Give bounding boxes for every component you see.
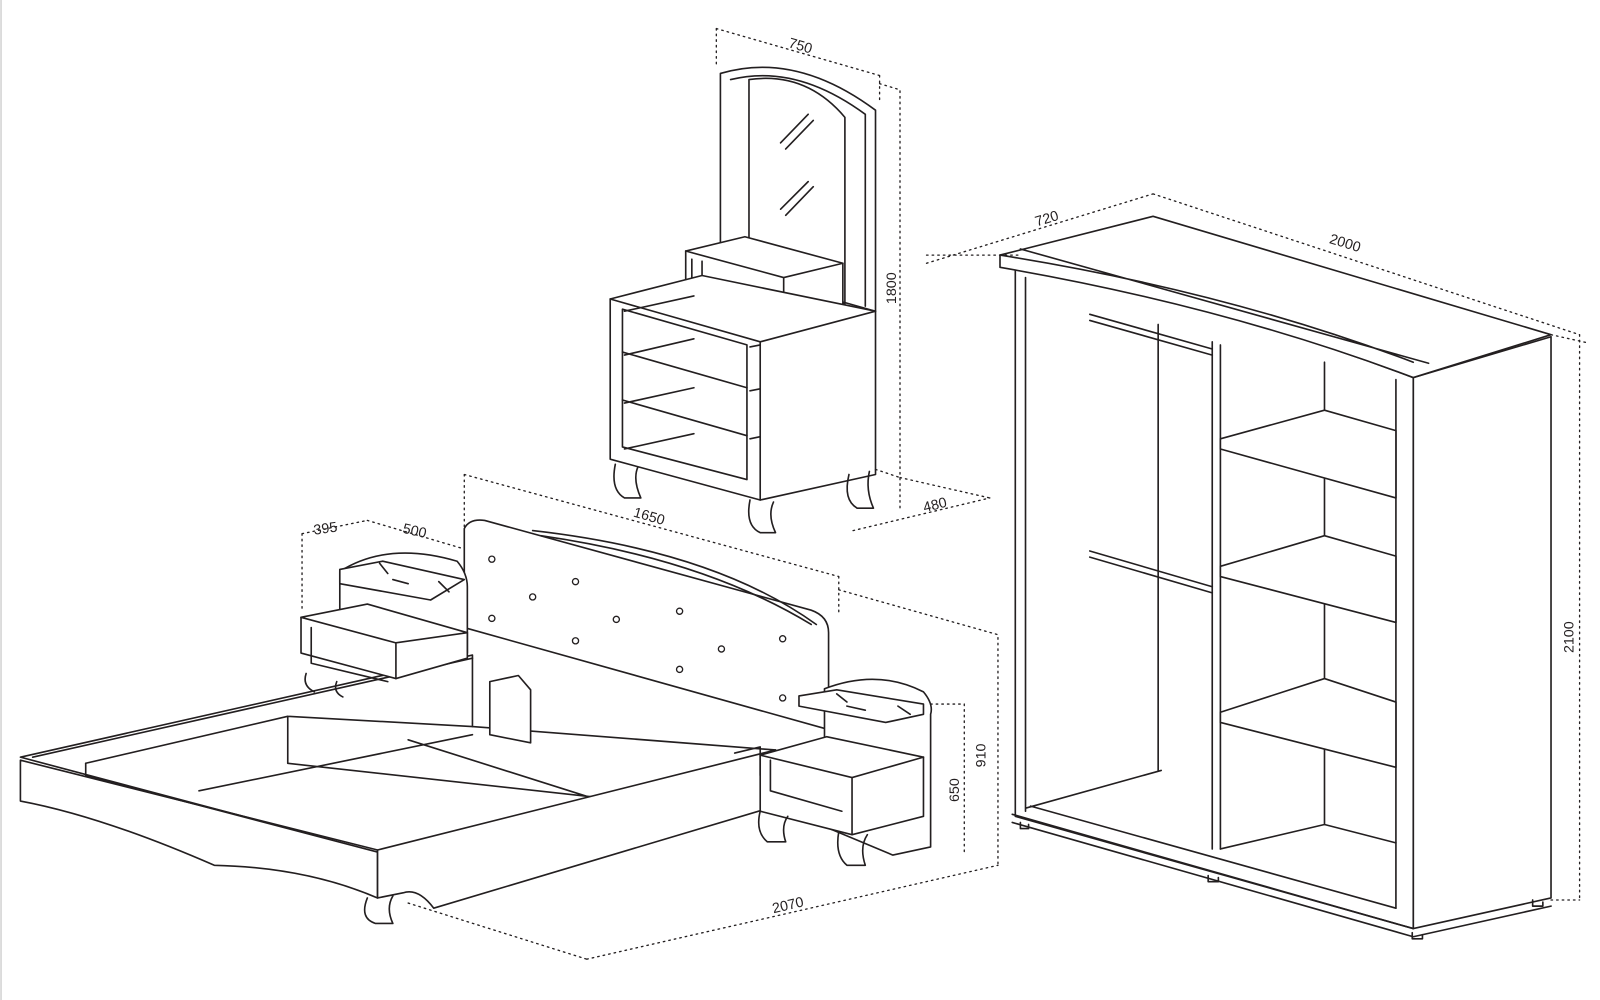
bed: 395 500 1650 910 650 2070 xyxy=(19,473,999,960)
bed-length-label: 2070 xyxy=(771,894,806,917)
nightstand-height-label: 650 xyxy=(947,778,963,802)
nightstand-width-label: 500 xyxy=(401,521,428,542)
dressing-table-height-label: 1800 xyxy=(884,272,900,304)
dressing-table-width-label: 750 xyxy=(787,35,814,57)
wardrobe-height-label: 2100 xyxy=(1561,621,1577,653)
wardrobe-width-label: 2000 xyxy=(1327,231,1362,256)
wardrobe: 720 2000 2100 xyxy=(925,193,1589,940)
dressing-table: 750 1800 480 xyxy=(609,27,991,534)
wardrobe-depth-label: 720 xyxy=(1033,208,1061,230)
bed-headboard-height-label: 910 xyxy=(974,743,990,767)
nightstand-depth-label: 395 xyxy=(313,519,339,538)
dressing-table-depth-label: 480 xyxy=(922,495,949,516)
